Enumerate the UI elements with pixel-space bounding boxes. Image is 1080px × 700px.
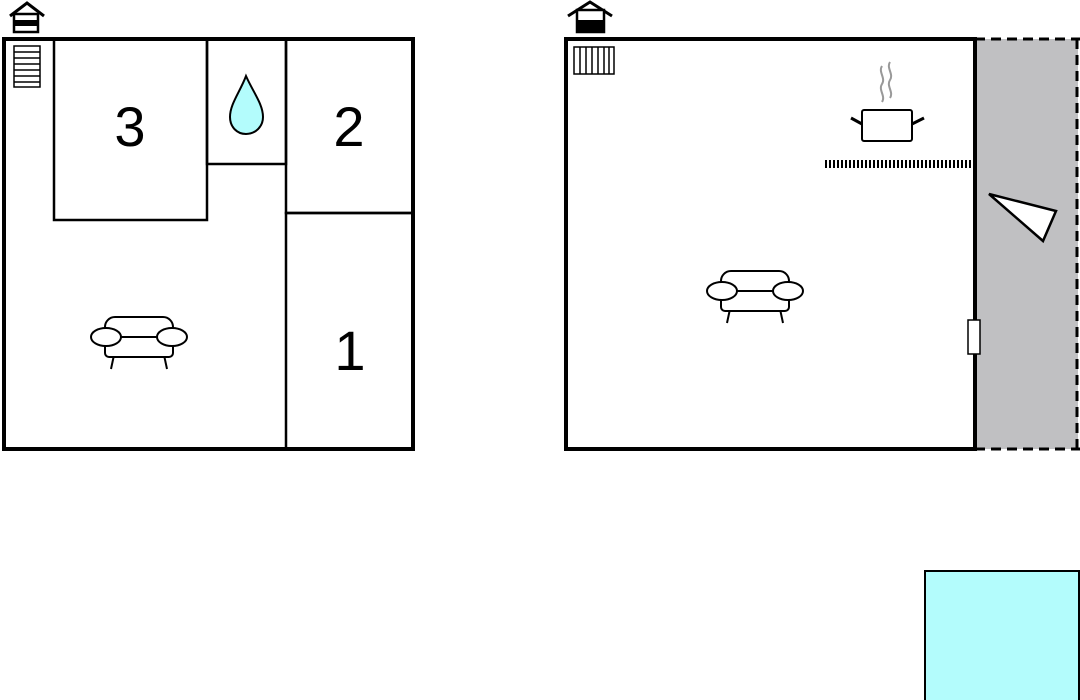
radiator-icon xyxy=(13,45,41,88)
room-number-3: 3 xyxy=(114,95,145,158)
outer-walls xyxy=(564,37,977,451)
radiator-icon xyxy=(573,46,615,75)
pool xyxy=(924,570,1080,700)
door-icon xyxy=(967,319,981,355)
room-number-1: 1 xyxy=(334,319,365,382)
entrance-icon xyxy=(9,1,45,34)
room-bedroom-1 xyxy=(284,211,415,451)
terrace xyxy=(975,39,1078,449)
living-sofa-icon xyxy=(90,316,188,370)
floor-plan-right xyxy=(564,0,1080,451)
floor-plan-left: 3 2 1 xyxy=(2,1,415,451)
fireplace-icon xyxy=(988,192,1058,244)
bathroom-water-drop-icon xyxy=(228,73,265,136)
living-sofa-icon xyxy=(706,270,804,324)
outer-walls xyxy=(2,37,415,451)
cooking-pot-icon xyxy=(850,61,925,142)
room-number-2: 2 xyxy=(333,95,364,158)
entrance-icon xyxy=(567,0,613,34)
